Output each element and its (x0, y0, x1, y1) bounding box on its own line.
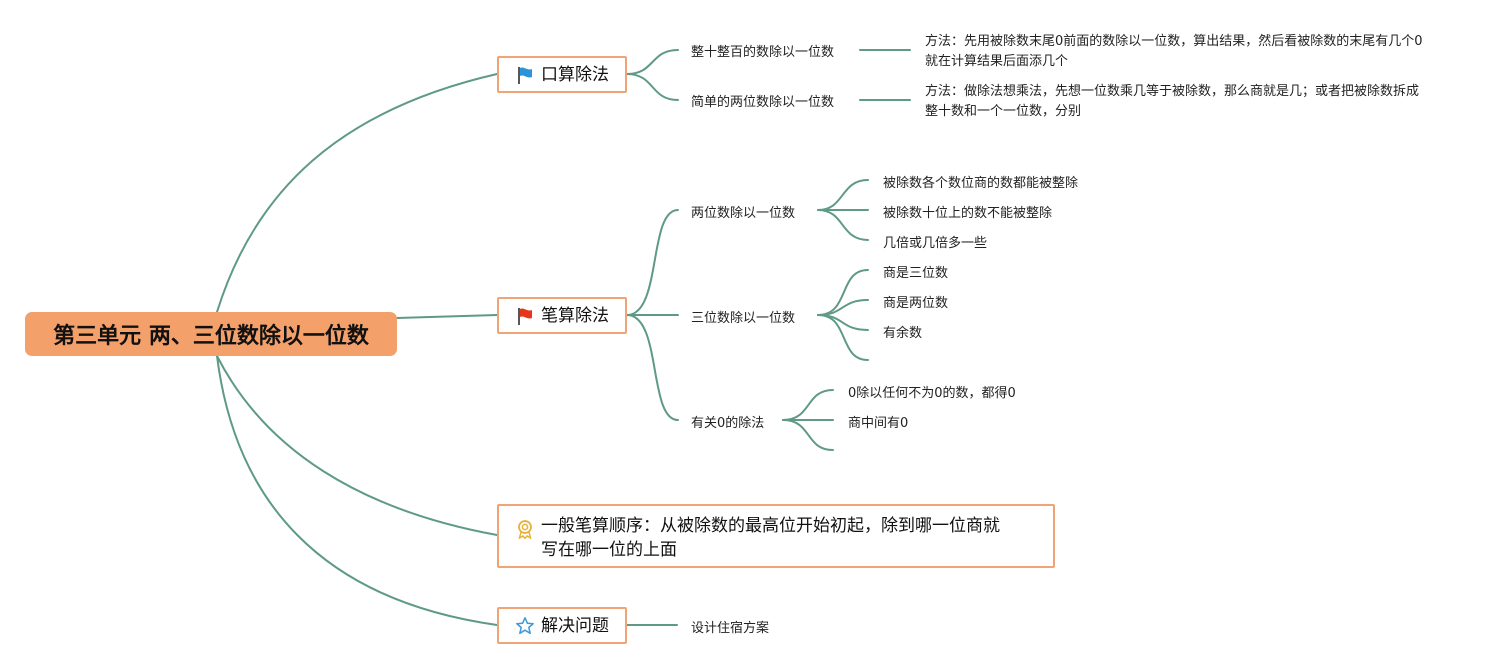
link-g1-1 (817, 179, 869, 211)
link-root-solve (216, 355, 498, 626)
leaf-times-or-more[interactable]: 几倍或几倍多一些 (883, 236, 988, 251)
link-oral-2 (626, 73, 679, 101)
root-topic-label: 第三单元 两、三位数除以一位数 (53, 324, 369, 349)
link-g2-4 (817, 314, 869, 361)
link-written-1 (626, 209, 679, 316)
branch-solve-problems[interactable]: 解决问题 (497, 607, 627, 644)
link-oral-1 (626, 49, 679, 75)
branch-oral-division-label: 口算除法 (541, 64, 609, 85)
link-g3-1 (782, 389, 834, 421)
branch-written-order[interactable]: 一般笔算顺序：从被除数的最高位开始初起，除到哪一位商就 写在哪一位的上面 (497, 504, 1055, 568)
note-method-simple-two-digit[interactable]: 方法：做除法想乘法，先想一位数乘几等于被除数，那么商就是几；或者把被除数拆成整十… (925, 84, 1420, 119)
branch-written-division[interactable]: 笔算除法 (497, 297, 627, 334)
award-ribbon-icon (518, 520, 532, 539)
link-root-written (396, 314, 498, 319)
topic-three-digit-division[interactable]: 三位数除以一位数 (691, 311, 796, 326)
branch-written-order-text: 一般笔算顺序：从被除数的最高位开始初起，除到哪一位商就 写在哪一位的上面 (541, 506, 1000, 562)
topic-simple-two-digit[interactable]: 简单的两位数除以一位数 (691, 95, 835, 110)
topic-two-digit-division[interactable]: 两位数除以一位数 (691, 206, 796, 221)
branch-oral-division[interactable]: 口算除法 (497, 56, 627, 93)
leaf-zero-in-quotient[interactable]: 商中间有0 (848, 416, 909, 431)
red-flag-icon (518, 307, 532, 325)
branch-written-order-line-1: 一般笔算顺序：从被除数的最高位开始初起，除到哪一位商就 (541, 516, 1000, 536)
topic-whole-tens-hundreds[interactable]: 整十整百的数除以一位数 (691, 45, 835, 60)
note-method-tens-hundreds[interactable]: 方法：先用被除数末尾0前面的数除以一位数，算出结果，然后看被除数的末尾有几个0就… (925, 34, 1423, 69)
branch-solve-problems-label: 解决问题 (541, 615, 609, 636)
star-icon (516, 616, 534, 634)
branch-written-order-line-2: 写在哪一位的上面 (541, 540, 677, 560)
leaf-with-remainder[interactable]: 有余数 (883, 326, 923, 341)
leaf-quotient-three-digits[interactable]: 商是三位数 (883, 266, 949, 281)
leaf-zero-divided[interactable]: 0除以任何不为0的数，都得0 (848, 386, 1016, 401)
branch-written-division-label: 笔算除法 (541, 305, 609, 326)
link-g3-3 (782, 419, 834, 451)
link-root-oral (216, 73, 498, 313)
link-g2-2 (817, 299, 869, 316)
link-root-order (216, 355, 498, 536)
link-written-3 (626, 314, 679, 421)
root-topic[interactable]: 第三单元 两、三位数除以一位数 (25, 312, 397, 356)
leaf-tens-not-divisible[interactable]: 被除数十位上的数不能被整除 (883, 206, 1053, 221)
leaf-quotient-two-digits[interactable]: 商是两位数 (883, 296, 949, 311)
topic-division-with-zero[interactable]: 有关0的除法 (691, 416, 765, 431)
leaf-all-digits-divisible[interactable]: 被除数各个数位商的数都能被整除 (883, 176, 1079, 191)
link-g2-3 (817, 314, 869, 331)
blue-flag-icon (518, 66, 532, 84)
leaf-design-lodging-plan[interactable]: 设计住宿方案 (691, 621, 770, 636)
link-g1-3 (817, 209, 869, 241)
